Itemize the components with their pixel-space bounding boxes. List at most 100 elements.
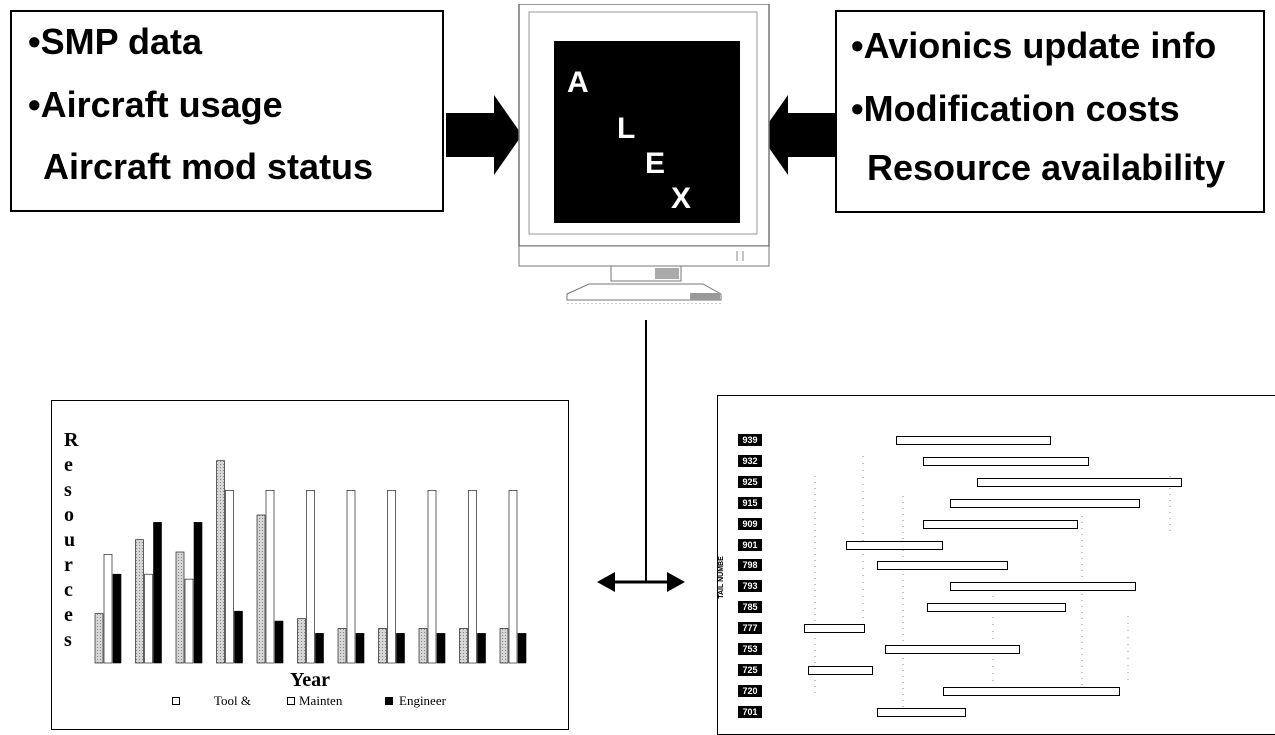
schedule-bar bbox=[896, 436, 1051, 445]
schedule-bar bbox=[846, 540, 943, 550]
bar-tool bbox=[418, 628, 428, 664]
bar-tool bbox=[175, 551, 185, 664]
bar-engineer bbox=[517, 633, 527, 664]
input-line-avionics: •Avionics update info bbox=[851, 25, 1217, 66]
tail-number-label: 915 bbox=[738, 496, 762, 509]
bar-engineer bbox=[153, 522, 162, 664]
double-arrow-left-icon bbox=[597, 572, 615, 592]
schedule-bar bbox=[950, 582, 1136, 592]
bar-maintenance bbox=[265, 490, 275, 664]
bar-maintenance bbox=[387, 490, 396, 664]
chart-ylabel-letter: R bbox=[64, 429, 79, 451]
update-data-box: •Avionics update info •Modification cost… bbox=[835, 10, 1265, 213]
bar-maintenance bbox=[225, 490, 234, 664]
legend-label: Engineer bbox=[399, 693, 446, 708]
bar-maintenance bbox=[103, 554, 113, 664]
tail-number-label: 793 bbox=[738, 580, 762, 593]
tail-number-label: 798 bbox=[738, 559, 762, 572]
input-data-box: •SMP data •Aircraft usage Aircraft mod s… bbox=[10, 10, 444, 212]
bar-engineer bbox=[396, 633, 405, 664]
alex-letter-e: E bbox=[645, 147, 666, 180]
chart-ylabel-letter: e bbox=[64, 454, 73, 476]
bar-tool bbox=[216, 460, 225, 664]
tail-number-label: 932 bbox=[738, 454, 762, 467]
bar-tool bbox=[135, 539, 144, 664]
bar-engineer bbox=[274, 620, 284, 664]
input-line-mod-status: Aircraft mod status bbox=[43, 146, 374, 187]
schedule-bar bbox=[877, 707, 966, 717]
tail-number-label: 909 bbox=[738, 517, 762, 530]
chart-xlabel: Year bbox=[290, 669, 330, 691]
input-line-costs: •Modification costs bbox=[851, 88, 1180, 129]
legend-label: Mainten bbox=[299, 693, 343, 708]
tail-number-label: 939 bbox=[738, 434, 762, 446]
alex-letter-l: L bbox=[617, 112, 636, 145]
bar-maintenance bbox=[144, 573, 153, 664]
bar-engineer bbox=[193, 522, 203, 664]
schedule-bar bbox=[884, 645, 1020, 654]
bar-tool bbox=[297, 618, 306, 664]
bar-maintenance bbox=[306, 490, 315, 664]
chart-ylabel-letter: c bbox=[64, 579, 73, 601]
bar-maintenance bbox=[508, 490, 518, 664]
schedule-bar bbox=[927, 603, 1067, 613]
chart-ylabel-letter: u bbox=[64, 529, 76, 551]
schedule-bar bbox=[923, 456, 1090, 466]
bar-maintenance bbox=[184, 578, 194, 664]
tail-number-label: 701 bbox=[738, 705, 762, 718]
schedule-bar bbox=[977, 477, 1182, 487]
chart-ylabel-letter: o bbox=[64, 504, 74, 526]
alex-letter-x: X bbox=[671, 182, 692, 215]
tail-number-label: 901 bbox=[738, 538, 762, 551]
monitor-icon bbox=[518, 4, 770, 304]
input-line-smp: •SMP data bbox=[28, 21, 202, 62]
legend-swatch bbox=[172, 697, 180, 705]
bar-tool bbox=[378, 628, 387, 664]
bar-engineer bbox=[315, 633, 324, 664]
input-line-usage: •Aircraft usage bbox=[28, 84, 283, 125]
resources-chart bbox=[94, 460, 527, 664]
bar-engineer bbox=[234, 610, 243, 664]
chart-legend: Tool & Mainten Engineer bbox=[172, 693, 572, 713]
bar-engineer bbox=[436, 633, 446, 664]
chart-ylabel-letter: e bbox=[64, 604, 73, 626]
bar-maintenance bbox=[346, 490, 356, 664]
bar-tool bbox=[256, 514, 266, 664]
tail-number-label: 725 bbox=[738, 663, 762, 676]
legend-label: Tool & bbox=[214, 693, 252, 708]
alex-letter-a: A bbox=[567, 66, 589, 99]
right-arrow-icon bbox=[446, 95, 522, 175]
tail-number-label: 925 bbox=[738, 475, 762, 488]
schedule-bar bbox=[877, 561, 1009, 571]
tail-number-label: 753 bbox=[738, 643, 762, 655]
alex-monitor: A L E X bbox=[515, 4, 775, 304]
output-connector bbox=[597, 320, 685, 592]
schedule-bar bbox=[803, 624, 866, 634]
input-line-resources: Resource availability bbox=[867, 147, 1226, 188]
chart-ylabel-letter: r bbox=[64, 554, 73, 576]
schedule-bar bbox=[942, 686, 1121, 696]
bar-tool bbox=[459, 628, 468, 664]
schedule-bar bbox=[950, 498, 1140, 508]
chart-ylabel-letter: s bbox=[64, 629, 72, 651]
bar-maintenance bbox=[427, 490, 437, 664]
bar-tool bbox=[94, 613, 104, 664]
double-arrow-right-icon bbox=[667, 572, 685, 592]
tail-number-label: 777 bbox=[738, 622, 762, 635]
schedule-bar bbox=[923, 519, 1078, 529]
bar-engineer bbox=[477, 633, 486, 664]
bar-tool bbox=[499, 628, 509, 664]
schedule-bar bbox=[807, 665, 874, 675]
tail-number-label: 785 bbox=[738, 601, 762, 614]
bar-engineer bbox=[355, 633, 365, 664]
chart-bars bbox=[94, 460, 527, 664]
legend-swatch bbox=[385, 697, 393, 705]
bar-maintenance bbox=[468, 490, 477, 664]
tail-number-label: 720 bbox=[738, 684, 762, 697]
left-arrow-icon bbox=[760, 95, 836, 175]
bar-tool bbox=[337, 628, 347, 664]
chart-ylabel-letter: s bbox=[64, 479, 72, 501]
bar-engineer bbox=[112, 573, 122, 664]
